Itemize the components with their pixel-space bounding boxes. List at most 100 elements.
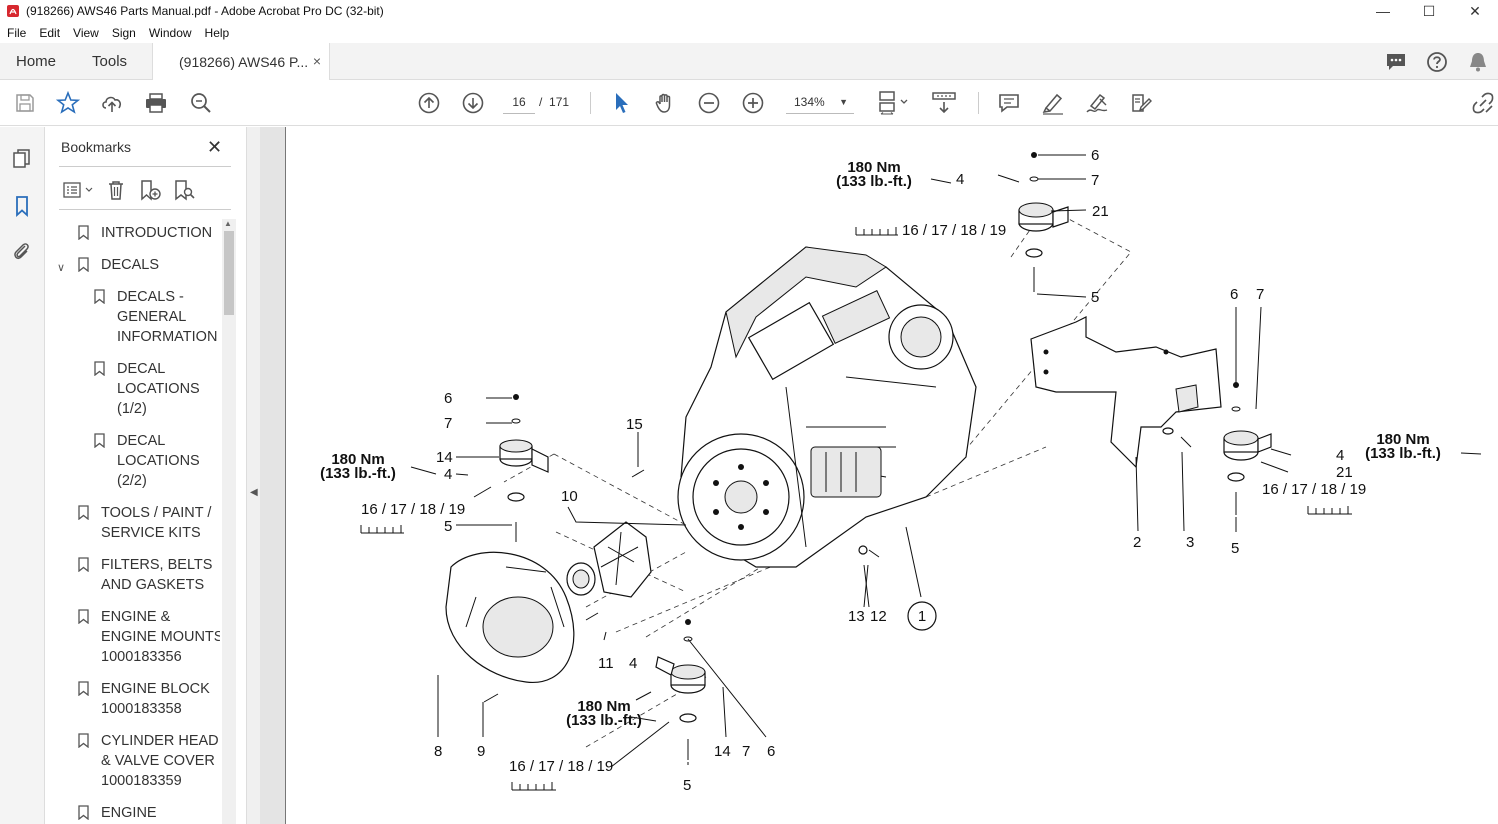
tab-document[interactable]: (918266) AWS46 P... × (152, 43, 330, 80)
delete-bookmark-icon[interactable] (99, 177, 133, 203)
bookmark-label: & VALVE COVER (101, 753, 215, 769)
zoom-search-icon[interactable] (187, 89, 215, 117)
fill-and-sign-icon[interactable] (1127, 89, 1155, 117)
rubber-mount-top-right (1018, 202, 1069, 232)
panel-divider (59, 166, 231, 167)
callout-10: 10 (561, 488, 578, 505)
zoom-out-icon[interactable] (695, 89, 723, 117)
callout-14: 14 (436, 449, 453, 466)
bookmark-flag-icon (78, 225, 89, 240)
mount-bracket (1030, 316, 1222, 469)
menu-sign[interactable]: Sign (111, 25, 136, 40)
callout-11: 11 (598, 655, 614, 672)
close-tab-icon[interactable]: × (312, 53, 321, 69)
bookmark-label: FILTERS, BELTS (101, 557, 213, 573)
total-pages: 171 (549, 95, 570, 109)
callout-5: 5 (683, 777, 691, 794)
fasteners (410, 152, 1482, 760)
callout-16-17-18-19: 16 / 17 / 18 / 19 (1262, 481, 1366, 498)
bookmark-options-icon[interactable] (59, 177, 99, 203)
bookmark-flag-icon (78, 805, 89, 820)
torque-imperial-label: (133 lb.-ft.) (836, 173, 912, 190)
callout-5: 5 (1091, 289, 1099, 306)
notification-bell-icon[interactable] (1457, 43, 1498, 80)
torque-value-label: 180 Nm (577, 698, 630, 715)
bookmark-flag-icon (78, 681, 89, 696)
bookmarks-scrollbar[interactable]: ▲ (222, 219, 236, 824)
bookmark-search-icon[interactable] (167, 177, 201, 203)
callout-13: 13 (848, 608, 865, 625)
draw-freehand-icon[interactable] (1083, 89, 1111, 117)
add-comment-icon[interactable] (995, 89, 1023, 117)
comment-bubble-icon[interactable] (1375, 43, 1416, 80)
document-viewport[interactable]: 180 Nm (133 lb.-ft.) 180 Nm (133 lb.-ft.… (260, 127, 1498, 824)
bookmark-label: INFORMATION (117, 329, 218, 345)
callout-5: 5 (1231, 540, 1239, 557)
bookmark-flag-icon (78, 733, 89, 748)
callout-15: 15 (626, 416, 643, 433)
callout-6: 6 (1230, 286, 1238, 303)
chevron-down-icon[interactable]: ∨ (57, 262, 66, 274)
callout-16-17-18-19: 16 / 17 / 18 / 19 (902, 222, 1006, 239)
tab-bar-right-icons (1375, 43, 1498, 80)
help-icon[interactable] (1416, 43, 1457, 80)
bookmark-label: SERVICE KITS (101, 525, 201, 541)
save-icon[interactable] (11, 89, 39, 117)
page-thumbnails-icon[interactable] (10, 147, 34, 171)
close-window-button[interactable]: ✕ (1469, 2, 1481, 19)
previous-page-icon[interactable] (415, 89, 443, 117)
drive-coupling (566, 521, 652, 598)
hand-tool-icon[interactable] (651, 89, 679, 117)
new-bookmark-icon[interactable] (133, 177, 167, 203)
torque-value-label: 180 Nm (847, 159, 900, 176)
panel-splitter[interactable]: ◀ (246, 127, 260, 824)
star-favorite-icon[interactable] (54, 89, 82, 117)
page-count: / 171 (539, 90, 569, 114)
zoom-level-select[interactable]: 134% ▼ (786, 90, 854, 114)
minimize-button[interactable]: — (1376, 3, 1390, 19)
bookmark-label: CYLINDER HEAD (101, 733, 219, 749)
callout-16-17-18-19: 16 / 17 / 18 / 19 (361, 501, 465, 518)
menu-file[interactable]: File (7, 25, 27, 40)
tab-bar: Home Tools (918266) AWS46 P... × (0, 43, 1498, 80)
upload-cloud-icon[interactable] (98, 89, 126, 117)
tab-tools[interactable]: Tools (92, 52, 128, 70)
callout-4: 4 (956, 171, 964, 188)
scrolling-mode-icon[interactable] (929, 89, 959, 117)
chevron-down-icon: ▼ (839, 97, 848, 107)
torque-imperial-label: (133 lb.-ft.) (1365, 445, 1441, 462)
bookmark-flag-icon (94, 361, 105, 376)
callout-5: 5 (444, 518, 452, 535)
menu-help[interactable]: Help (204, 25, 230, 40)
menu-edit[interactable]: Edit (39, 25, 61, 40)
main-toolbar: 16 / 171 134% ▼ (0, 80, 1498, 126)
zoom-in-icon[interactable] (739, 89, 767, 117)
highlight-pen-icon[interactable] (1039, 89, 1067, 117)
collapse-panel-arrow-icon[interactable]: ◀ (250, 487, 258, 498)
callout-1-circle (907, 601, 937, 631)
rubber-mount-left (499, 439, 549, 473)
tab-home[interactable]: Home (16, 52, 57, 70)
print-icon[interactable] (142, 89, 170, 117)
bookmark-label: LOCATIONS (117, 453, 200, 469)
attachments-paperclip-icon[interactable] (10, 240, 34, 264)
select-cursor-icon[interactable] (607, 89, 635, 117)
bookmark-label: (1/2) (117, 401, 147, 417)
menu-window[interactable]: Window (148, 25, 192, 40)
page-fit-icon[interactable] (876, 89, 914, 117)
page-number-input[interactable]: 16 (503, 90, 535, 114)
next-page-icon[interactable] (459, 89, 487, 117)
scrollbar-thumb[interactable] (224, 231, 234, 315)
menu-view[interactable]: View (73, 25, 99, 40)
maximize-button[interactable]: ☐ (1422, 2, 1436, 19)
callout-4: 4 (1336, 447, 1344, 464)
callout-3: 3 (1186, 534, 1194, 551)
scroll-up-arrow-icon[interactable]: ▲ (224, 219, 232, 228)
toolbar-divider (978, 92, 979, 114)
bookmarks-panel-icon[interactable] (10, 194, 34, 218)
bookmark-label: DECAL (117, 361, 166, 377)
close-panel-icon[interactable]: ✕ (207, 137, 223, 157)
share-link-icon[interactable] (1469, 89, 1497, 117)
